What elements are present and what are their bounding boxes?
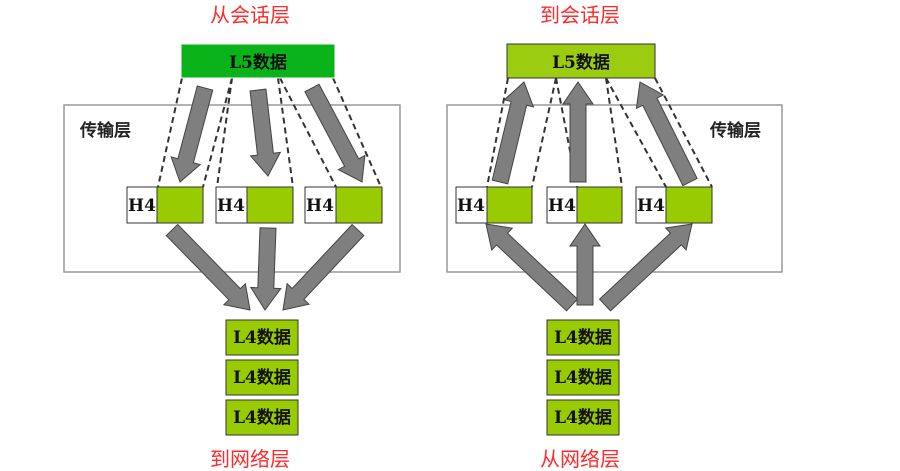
arrow-icon (635, 81, 698, 187)
arrow-icon (491, 81, 535, 185)
h4-header-label: H4 (637, 196, 665, 216)
left-bottom-title: 到网络层 (210, 447, 290, 471)
arrow-icon (249, 227, 282, 311)
right-l5-data-box (506, 43, 656, 79)
right-l5-label: L5数据 (552, 52, 610, 73)
h4-header-label: H4 (548, 196, 576, 216)
arrow-icon (569, 223, 601, 306)
l4-data-label: L4数据 (554, 367, 612, 388)
arrow-icon (485, 223, 579, 312)
l4-data-label: L4数据 (233, 407, 291, 428)
l4-data-label: L4数据 (233, 327, 291, 348)
left-dashed-lines (157, 77, 382, 188)
right-segment-3: H4 (635, 186, 713, 224)
left-segment-3: H4 (304, 186, 383, 224)
arrow-icon (170, 85, 214, 183)
left-transport-box (63, 104, 401, 273)
h4-header-label: H4 (306, 196, 334, 216)
left-l5-label: L5数据 (229, 52, 287, 73)
right-panel: 到会话层 传输层 L5数据 H4 H4 H4 L4数据 L4数据 L4数据 从网… (446, 3, 783, 471)
right-transport-box (446, 104, 783, 273)
right-top-title: 到会话层 (540, 3, 620, 27)
right-l4-stack: L4数据 L4数据 L4数据 (546, 319, 620, 436)
h4-header-label: H4 (457, 196, 485, 216)
left-panel: 从会话层 传输层 L5数据 H4 H4 H4 L4数据 L4数据 L4数据 到网… (63, 3, 401, 471)
h4-header-label: H4 (128, 196, 156, 216)
right-bottom-title: 从网络层 (540, 447, 620, 471)
left-layer-label: 传输层 (79, 120, 131, 141)
l4-data-label: L4数据 (233, 367, 291, 388)
l4-data-label: L4数据 (554, 407, 612, 428)
flow-arrows (165, 81, 698, 312)
h4-header-label: H4 (217, 196, 245, 216)
left-segment-1: H4 (126, 186, 204, 224)
right-segment-1: H4 (455, 186, 533, 224)
left-l5-data-box (180, 43, 336, 79)
right-segment-2: H4 (546, 186, 623, 224)
right-layer-label: 传输层 (709, 120, 761, 141)
arrow-icon (304, 83, 366, 183)
left-l4-stack: L4数据 L4数据 L4数据 (225, 319, 299, 436)
l4-data-label: L4数据 (554, 327, 612, 348)
left-top-title: 从会话层 (210, 3, 290, 27)
arrow-icon (165, 223, 251, 311)
arrow-icon (282, 223, 365, 311)
arrow-icon (598, 223, 693, 312)
left-segment-2: H4 (215, 186, 294, 224)
arrow-icon (562, 81, 594, 183)
arrow-icon (249, 88, 282, 177)
